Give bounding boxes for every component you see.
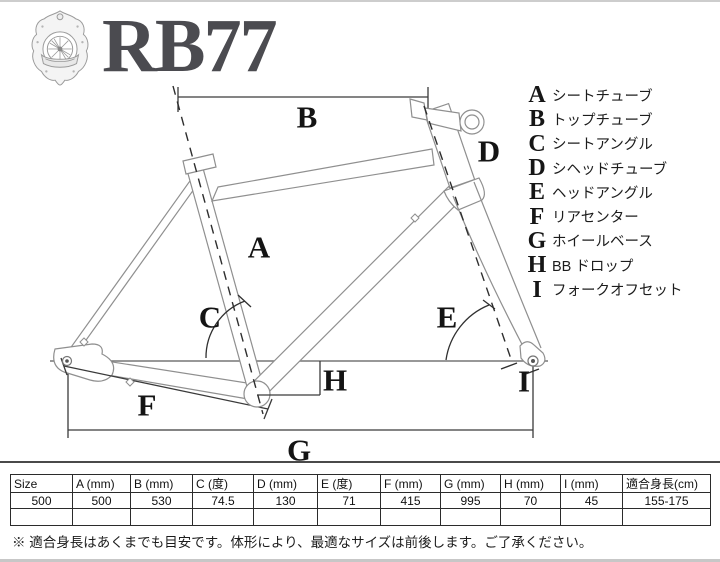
top-edge-strip <box>0 0 720 2</box>
legend-item-seat-tube: A シートチューブ <box>522 83 718 107</box>
empty-cell <box>440 508 501 526</box>
diagram-label-head-tube: D <box>477 133 501 169</box>
empty-cell <box>253 508 318 526</box>
legend-label: シートアングル <box>552 137 653 154</box>
diagram-label-fork-offset: I <box>517 363 531 399</box>
value-e: 71 <box>317 492 381 509</box>
header-height-range: 適合身長(cm) <box>622 474 711 493</box>
header-d: D (mm) <box>253 474 318 493</box>
bottom-edge-strip <box>0 559 720 562</box>
legend-label: ホイールベース <box>552 234 653 251</box>
legend-label: ヘッドアングル <box>552 185 653 202</box>
table-header-row: Size A (mm) B (mm) C (度) D (mm) E (度) F … <box>10 474 711 493</box>
legend-key: H <box>527 252 547 279</box>
diagram-label-seat-tube: A <box>247 229 271 265</box>
page-title: RB77 <box>102 4 278 88</box>
value-height-range: 155-175 <box>622 492 711 509</box>
value-f: 415 <box>380 492 441 509</box>
empty-cell <box>560 508 623 526</box>
header-size: Size <box>10 474 73 493</box>
diagram-label-wheelbase: G <box>286 432 312 468</box>
legend-key: E <box>528 179 545 206</box>
geometry-spec-table: Size A (mm) B (mm) C (度) D (mm) E (度) F … <box>10 474 711 526</box>
frame-diagram-drawing <box>50 85 548 438</box>
empty-cell <box>622 508 711 526</box>
legend-label: シートチューブ <box>552 88 653 105</box>
legend-key: G <box>527 227 547 254</box>
legend-item-head-angle: E ヘッドアングル <box>522 180 718 204</box>
header-f: F (mm) <box>380 474 441 493</box>
empty-cell <box>10 508 73 526</box>
legend-label: トップチューブ <box>552 112 653 129</box>
legend-label: フォークオフセット <box>552 283 683 300</box>
value-g: 995 <box>440 492 501 509</box>
value-i: 45 <box>560 492 623 509</box>
legend-key: A <box>528 82 546 109</box>
legend-item-seat-angle: C シートアングル <box>522 132 718 156</box>
legend-item-head-tube: D シヘッドチューブ <box>522 156 718 180</box>
table-value-row: 500 500 530 74.5 130 71 415 995 70 45 15… <box>10 492 711 509</box>
header-g: G (mm) <box>440 474 501 493</box>
empty-cell <box>130 508 193 526</box>
diagram-label-head-angle: E <box>436 299 458 335</box>
footnote-text: ※ 適合身長はあくまでも目安です。体形により、最適なサイズは前後します。ご了承く… <box>12 535 593 550</box>
legend-key: D <box>528 155 546 182</box>
section-divider <box>0 461 720 463</box>
legend-item-bb-drop: H BB ドロップ <box>522 253 718 277</box>
diagram-label-top-tube: B <box>296 99 318 135</box>
empty-cell <box>72 508 131 526</box>
empty-cell <box>317 508 381 526</box>
value-h: 70 <box>500 492 561 509</box>
table-empty-row <box>10 508 711 526</box>
diagram-label-bb-drop: H <box>322 362 348 398</box>
value-size: 500 <box>10 492 73 509</box>
diagram-label-rear-center: F <box>137 387 157 423</box>
legend-item-rear-center: F リアセンター <box>522 203 718 230</box>
legend-key: I <box>532 276 542 303</box>
bicycle-wheel-badge-icon <box>31 10 89 86</box>
legend-key: F <box>529 203 545 230</box>
header-c: C (度) <box>192 474 254 493</box>
empty-cell <box>500 508 561 526</box>
legend: A シートチューブ B トップチューブ C シートアングル D シヘッドチューブ… <box>522 83 718 302</box>
frame-geometry-diagram: A B C D E F G H I <box>50 85 548 468</box>
diagram-label-seat-angle: C <box>198 299 222 335</box>
header-h: H (mm) <box>500 474 561 493</box>
header-b: B (mm) <box>130 474 193 493</box>
value-a: 500 <box>72 492 131 509</box>
legend-item-top-tube: B トップチューブ <box>522 107 718 131</box>
empty-cell <box>380 508 441 526</box>
value-b: 530 <box>130 492 193 509</box>
legend-item-wheelbase: G ホイールベース <box>522 229 718 253</box>
value-c: 74.5 <box>192 492 254 509</box>
empty-cell <box>192 508 254 526</box>
value-d: 130 <box>253 492 318 509</box>
legend-label: シヘッドチューブ <box>552 161 668 178</box>
legend-key: C <box>528 130 546 157</box>
legend-key: B <box>528 106 545 133</box>
header-a: A (mm) <box>72 474 131 493</box>
header-e: E (度) <box>317 474 381 493</box>
legend-label: リアセンター <box>552 210 639 227</box>
header-i: I (mm) <box>560 474 623 493</box>
legend-item-fork-offset: I フォークオフセット <box>522 276 718 303</box>
legend-label: BB ドロップ <box>552 258 634 275</box>
